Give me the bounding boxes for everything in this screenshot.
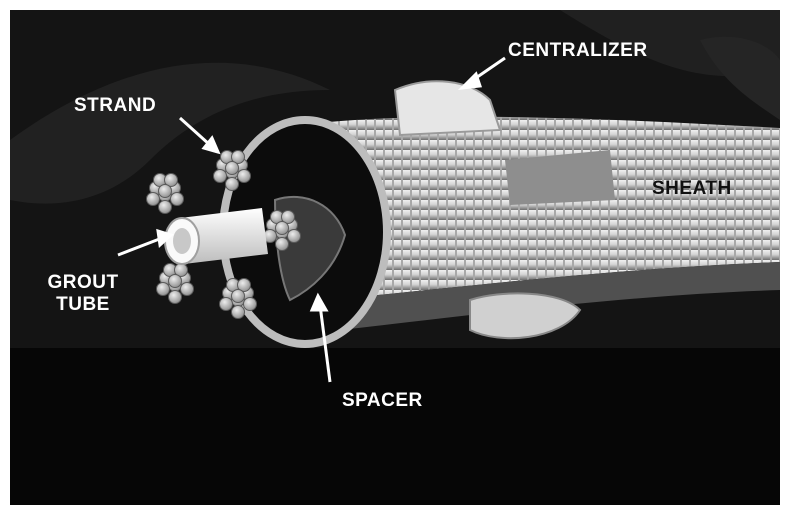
lower-dark-band <box>10 348 780 505</box>
strand-wire <box>226 162 239 175</box>
strand-wire <box>157 283 170 296</box>
strand-wire <box>159 201 172 214</box>
strand-wire <box>214 170 227 183</box>
label-spacer: SPACER <box>342 390 423 412</box>
strand-wire <box>169 291 182 304</box>
strand-wire <box>244 298 257 311</box>
strand-wire <box>181 283 194 296</box>
label-sheath: SHEATH <box>652 178 732 200</box>
label-grout-line2: TUBE <box>42 294 124 316</box>
strand-wire <box>276 238 289 251</box>
label-grout-line1: GROUT <box>42 272 124 294</box>
strand-wire <box>169 275 182 288</box>
strand-wire <box>232 290 245 303</box>
label-centralizer: CENTRALIZER <box>508 40 648 62</box>
strand-wire <box>147 193 160 206</box>
strand-wire <box>220 298 233 311</box>
strand-wire <box>232 306 245 319</box>
strand-wire <box>288 230 301 243</box>
label-strand: STRAND <box>74 95 156 117</box>
strand-wire <box>238 170 251 183</box>
strand-wire <box>276 222 289 235</box>
label-grout-tube: GROUT TUBE <box>42 272 124 316</box>
strand-wire <box>159 185 172 198</box>
strand-wire <box>171 193 184 206</box>
strand-wire <box>226 178 239 191</box>
